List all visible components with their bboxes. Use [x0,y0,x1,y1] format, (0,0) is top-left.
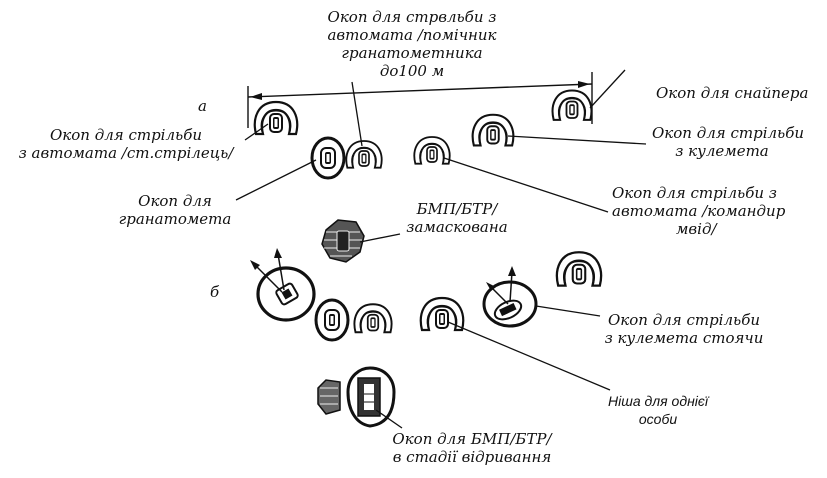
label-machine-gun-standing: Окоп для стрільби з кулемета стоячи [604,311,764,347]
label-niche-single: Ніша для однієї особи [608,393,708,427]
label-rifle-senior: Окоп для стрільби з автомата /ст.стрілец… [18,126,234,162]
distance-line [247,72,593,128]
label-sniper: Окоп для снайпера [656,84,809,102]
trench-with-arrows-left [250,248,316,322]
trench-grenade-launcher [310,136,346,180]
bmp-camouflaged-symbol [321,219,365,263]
section-mark-b: б [210,283,220,301]
trench-rifle-assistant [345,140,383,169]
trench-pair-left [314,298,350,342]
label-bmp-digging: Окоп для БМП/БТР/ в стадії відривання [392,430,552,466]
trench-machine-gun [471,113,515,147]
label-machine-gun: Окоп для стрільби з кулемета [652,124,805,160]
section-mark-a: а [198,97,207,115]
trench-machine-gun-standing [482,266,538,328]
label-rifle-commander: Окоп для стрільби з автомата /командир м… [612,184,786,238]
bmp-digging-symbol [317,366,396,428]
leader-lines [235,69,647,429]
trench-pair-right [353,303,393,334]
trench-rifle-commander [413,136,451,165]
label-rifle-assistant: Окоп для стрвльби з автомата /помічник г… [327,8,497,80]
label-grenade-launcher: Окоп для гранатомета [118,192,232,228]
label-bmp-camouflaged: БМП/БТР/ замаскована [406,200,508,236]
trench-sniper [551,89,593,121]
trench-far-right [555,251,603,287]
